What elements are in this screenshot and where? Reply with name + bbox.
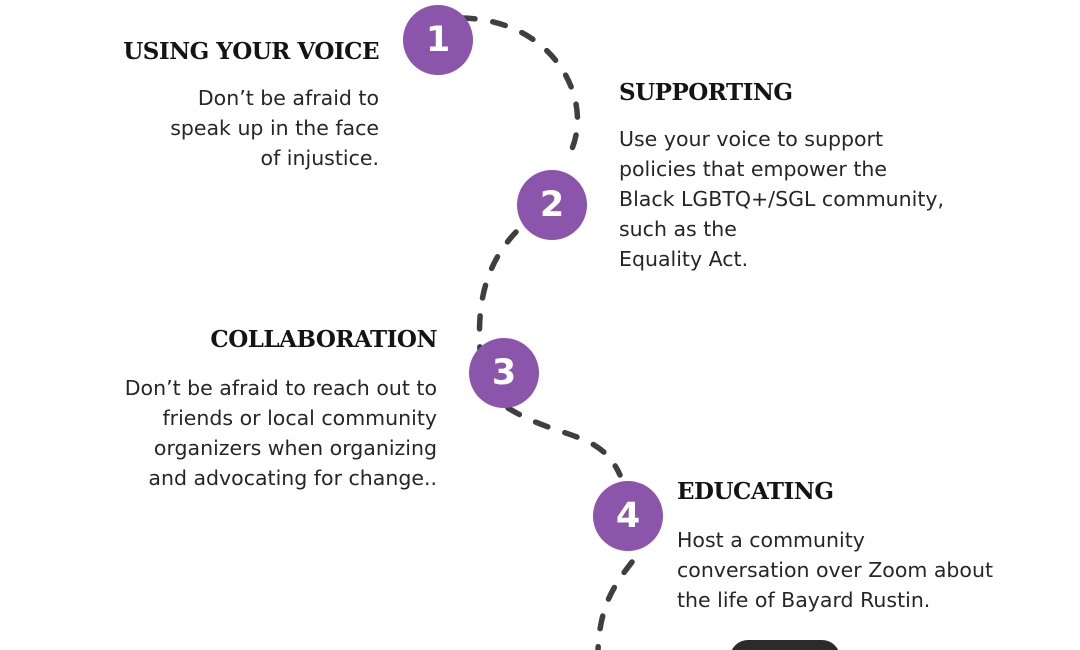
step-1-circle: 1: [403, 5, 473, 75]
step-3-description: Don’t be afraid to reach out to friends …: [125, 373, 437, 493]
step-2-number: 2: [539, 185, 565, 225]
step-4-desc-line: Host a community: [677, 528, 865, 552]
step-1-desc-line: of injustice.: [260, 146, 379, 170]
step-1-description: Don’t be afraid to speak up in the face …: [170, 83, 379, 173]
step-3-desc-line: and advocating for change..: [148, 466, 437, 490]
step-2-desc-line: Use your voice to support: [619, 127, 883, 151]
step-2-description: Use your voice to support policies that …: [619, 124, 944, 274]
step-2-desc-line: Black LGBTQ+/SGL community,: [619, 187, 945, 211]
step-4-number: 4: [615, 496, 641, 536]
step-2-desc-line: policies that empower the: [619, 157, 887, 181]
step-4-desc-line: the life of Bayard Rustin.: [677, 588, 931, 612]
step-3-desc-line: Don’t be afraid to reach out to: [124, 376, 437, 400]
step-2-desc-line: Equality Act.: [619, 247, 749, 271]
step-3-desc-line: friends or local community: [162, 406, 437, 430]
step-3-title: COLLABORATION: [210, 326, 437, 353]
step-1-title: USING YOUR VOICE: [123, 38, 379, 65]
step-4-title: EDUCATING: [677, 478, 834, 505]
step-2-circle: 2: [517, 170, 587, 240]
step-1-desc-line: Don’t be afraid to: [197, 86, 379, 110]
step-4-desc-line: conversation over Zoom about: [677, 558, 993, 582]
step-2-title: SUPPORTING: [619, 79, 793, 106]
step-1-desc-line: speak up in the face: [170, 116, 379, 140]
dashed-connector: [459, 15, 635, 650]
step-2-desc-line: such as the: [619, 217, 737, 241]
partial-badge-graphic: [730, 640, 840, 650]
step-3-desc-line: organizers when organizing: [153, 436, 437, 460]
step-3-circle: 3: [469, 338, 539, 408]
step-3-number: 3: [491, 353, 517, 393]
step-4-description: Host a community conversation over Zoom …: [677, 525, 993, 615]
step-4-circle: 4: [593, 481, 663, 551]
step-1-number: 1: [425, 20, 451, 60]
